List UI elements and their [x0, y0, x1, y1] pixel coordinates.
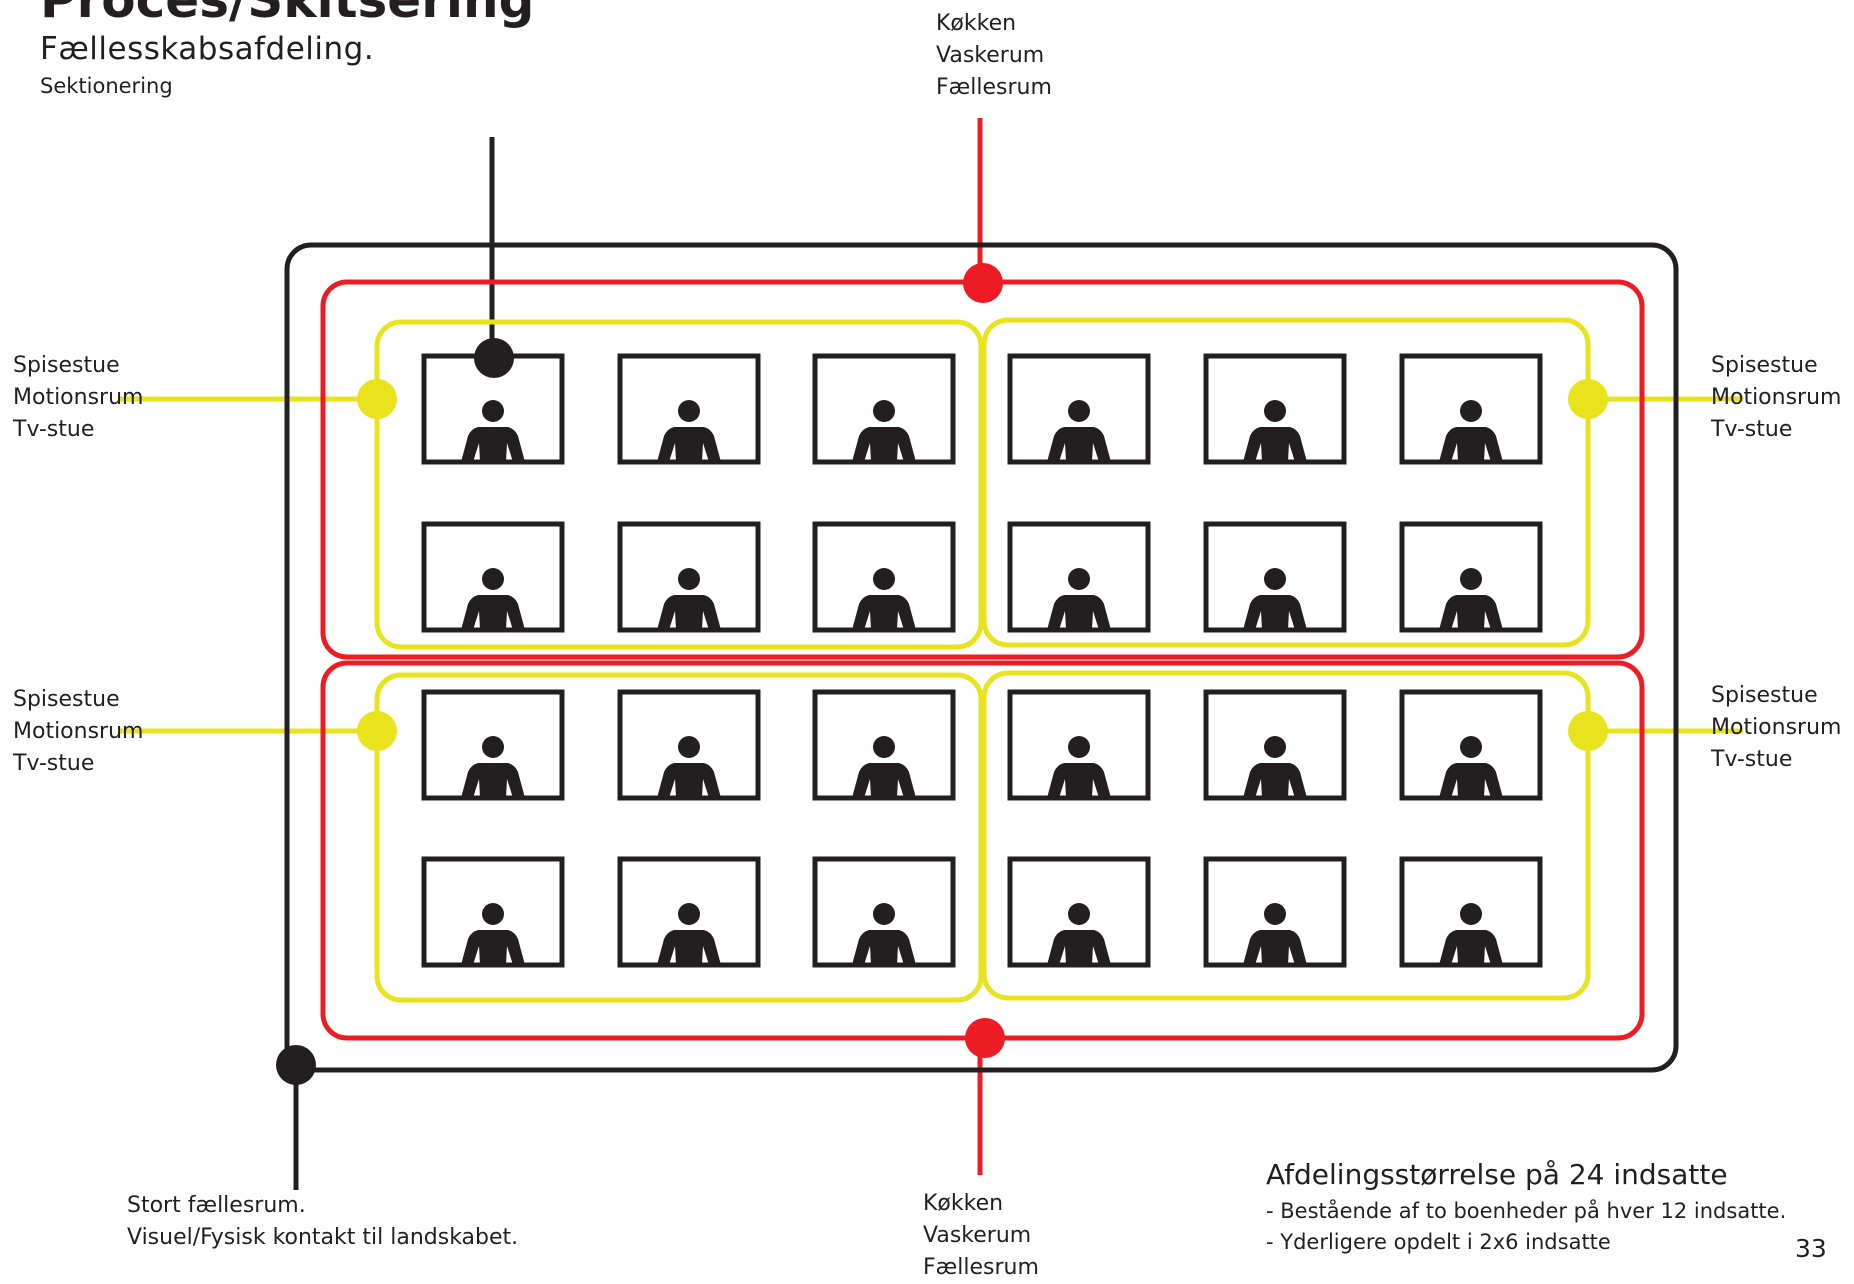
page-caption: Sektionering	[40, 74, 173, 98]
label-yellow-upper-right-line-3: Tv-stue	[1711, 417, 1793, 442]
label-black-outer: Stort fællesrum. Visuel/Fysisk kontakt t…	[127, 1190, 518, 1254]
cell-r2-c6	[1399, 521, 1543, 633]
yellow-left-upper-node	[357, 379, 397, 419]
label-yellow-upper-right: Spisestue Motionsrum Tv-stue	[1711, 350, 1841, 446]
label-yellow-upper-left-line-1: Spisestue	[13, 353, 120, 378]
person-icon	[852, 903, 916, 965]
person-icon	[657, 903, 721, 965]
person-icon	[1243, 736, 1307, 798]
summary-line-2: - Yderligere opdelt i 2x6 indsatte	[1266, 1230, 1611, 1254]
person-icon	[1243, 400, 1307, 462]
black-corner-node	[276, 1045, 316, 1085]
label-top-red-line-3: Fællesrum	[936, 75, 1052, 100]
label-yellow-upper-right-line-2: Motionsrum	[1711, 385, 1842, 410]
cell-r3-c4	[1007, 689, 1151, 801]
person-icon	[1439, 736, 1503, 798]
label-yellow-lower-left-line-2: Motionsrum	[13, 719, 144, 744]
cell-r1-c5	[1203, 353, 1347, 465]
label-yellow-upper-left-line-3: Tv-stue	[13, 417, 95, 442]
summary-lines: - Bestående af to boenheder på hver 12 i…	[1266, 1196, 1786, 1258]
yellow-subunit-upper-left	[374, 319, 984, 650]
red-bottom-node	[965, 1018, 1005, 1058]
label-bottom-red-line-2: Vaskerum	[923, 1223, 1032, 1248]
cell-r3-c3	[812, 689, 956, 801]
person-icon	[461, 400, 525, 462]
label-top-red-line-2: Vaskerum	[936, 43, 1045, 68]
red-top-node	[963, 263, 1003, 303]
cell-r2-c5	[1203, 521, 1347, 633]
label-yellow-upper-left: Spisestue Motionsrum Tv-stue	[13, 350, 143, 446]
summary-line-1: - Bestående af to boenheder på hver 12 i…	[1266, 1199, 1787, 1223]
cell-r4-c5	[1203, 856, 1347, 968]
person-icon	[1439, 400, 1503, 462]
label-yellow-lower-left-line-1: Spisestue	[13, 687, 120, 712]
cell-r2-c3	[812, 521, 956, 633]
person-icon	[852, 736, 916, 798]
label-yellow-lower-right-line-3: Tv-stue	[1711, 747, 1793, 772]
cell-grid	[421, 353, 1543, 968]
cell-r2-c4	[1007, 521, 1151, 633]
label-top-red-line-1: Køkken	[936, 11, 1017, 36]
cell-r3-c1	[421, 689, 565, 801]
label-top-red: Køkken Vaskerum Fællesrum	[936, 8, 1052, 104]
cell-r1-c6	[1399, 353, 1543, 465]
label-black-outer-line-2: Visuel/Fysisk kontakt til landskabet.	[127, 1225, 519, 1250]
person-icon	[461, 568, 525, 630]
black-top-node	[474, 338, 514, 378]
label-black-outer-line-1: Stort fællesrum.	[127, 1193, 306, 1218]
outer-black-boundary	[284, 242, 1679, 1073]
label-yellow-upper-right-line-1: Spisestue	[1711, 353, 1818, 378]
cell-r4-c4	[1007, 856, 1151, 968]
cell-r2-c2	[617, 521, 761, 633]
yellow-right-upper-node	[1568, 379, 1608, 419]
yellow-subunit-lower-left	[374, 672, 984, 1003]
summary-title: Afdelingsstørrelse på 24 indsatte	[1266, 1158, 1728, 1191]
person-icon	[657, 736, 721, 798]
label-yellow-lower-right-line-1: Spisestue	[1711, 683, 1818, 708]
person-icon	[852, 568, 916, 630]
label-bottom-red: Køkken Vaskerum Fællesrum	[923, 1188, 1039, 1284]
cell-r3-c2	[617, 689, 761, 801]
cell-r1-c4	[1007, 353, 1151, 465]
cell-r4-c2	[617, 856, 761, 968]
label-bottom-red-line-3: Fællesrum	[923, 1255, 1039, 1280]
label-yellow-upper-left-line-2: Motionsrum	[13, 385, 144, 410]
cell-r2-c1	[421, 521, 565, 633]
person-icon	[461, 736, 525, 798]
person-icon	[1243, 568, 1307, 630]
cell-r4-c6	[1399, 856, 1543, 968]
person-icon	[461, 903, 525, 965]
page-number: 33	[1795, 1234, 1827, 1263]
cell-r1-c3	[812, 353, 956, 465]
yellow-left-lower-node	[357, 711, 397, 751]
cell-r1-c2	[617, 353, 761, 465]
page-title: Proces/Skitsering	[40, 0, 535, 29]
label-bottom-red-line-1: Køkken	[923, 1191, 1004, 1216]
yellow-subunit-lower-right	[981, 670, 1591, 1001]
person-icon	[1439, 903, 1503, 965]
cell-r4-c1	[421, 856, 565, 968]
label-yellow-lower-right-line-2: Motionsrum	[1711, 715, 1842, 740]
person-icon	[1243, 903, 1307, 965]
person-icon	[1047, 400, 1111, 462]
page-subtitle: Fællesskabsafdeling.	[40, 31, 375, 67]
person-icon	[1439, 568, 1503, 630]
cell-r4-c3	[812, 856, 956, 968]
person-icon	[1047, 903, 1111, 965]
person-icon	[1047, 568, 1111, 630]
label-yellow-lower-left-line-3: Tv-stue	[13, 751, 95, 776]
label-yellow-lower-right: Spisestue Motionsrum Tv-stue	[1711, 680, 1841, 776]
person-icon	[1047, 736, 1111, 798]
yellow-right-lower-node	[1568, 711, 1608, 751]
cell-r3-c6	[1399, 689, 1543, 801]
label-yellow-lower-left: Spisestue Motionsrum Tv-stue	[13, 684, 143, 780]
person-icon	[852, 400, 916, 462]
person-icon	[657, 568, 721, 630]
yellow-subunit-upper-right	[981, 317, 1591, 648]
cell-r3-c5	[1203, 689, 1347, 801]
person-icon	[657, 400, 721, 462]
